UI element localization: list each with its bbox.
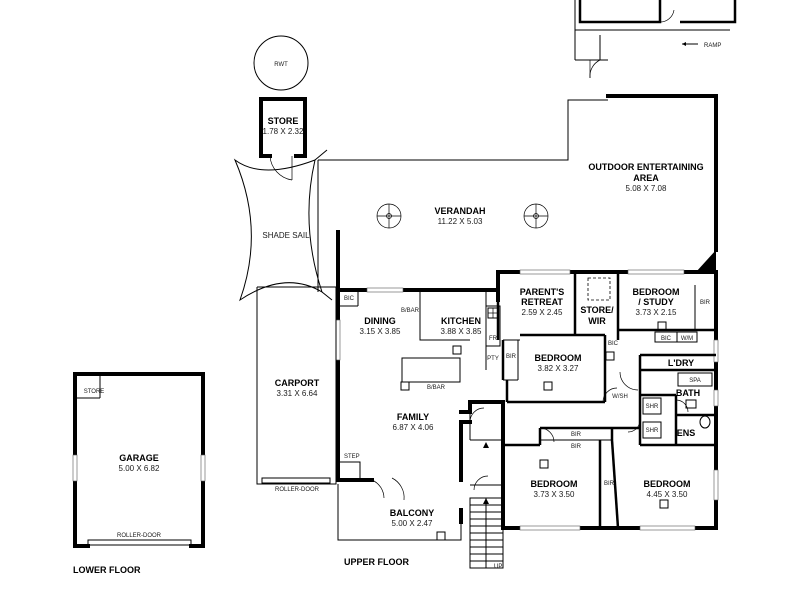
- dining-name: DINING: [364, 316, 396, 326]
- bedroom-main-name: BEDROOM: [535, 353, 582, 363]
- carport-dims: 3.31 X 6.64: [277, 389, 318, 398]
- floor-markers: [400, 321, 669, 541]
- pantry-label: PTY: [487, 356, 499, 362]
- shade-sail: [233, 158, 323, 302]
- verandah-dims: 11.22 X 5.03: [438, 217, 483, 226]
- dining-bic: BIC: [344, 296, 355, 302]
- ramp-label: RAMP: [704, 43, 721, 49]
- bbar-top: B/BAR: [401, 308, 420, 314]
- outdoor-area-name-1: OUTDOOR ENTERTAINING: [588, 162, 703, 172]
- laundry-name: L'DRY: [668, 358, 694, 368]
- verandah-outline: [257, 99, 608, 292]
- step-label: STEP: [344, 454, 360, 460]
- bath-name: BATH: [676, 388, 700, 398]
- parents-retreat-name-2: RETREAT: [521, 297, 563, 307]
- family-name: FAMILY: [397, 412, 429, 422]
- garage-dims: 5.00 X 6.82: [119, 464, 160, 473]
- bic-laundry: BIC: [661, 336, 672, 342]
- kitchen-name: KITCHEN: [441, 316, 481, 326]
- shower-label-1: SHR: [646, 404, 659, 410]
- stair-up-label: UP: [494, 564, 502, 570]
- ceiling-fan-icon: [523, 203, 549, 229]
- verandah-name: VERANDAH: [434, 206, 485, 216]
- bedroom-study-dims: 3.73 X 2.15: [636, 308, 677, 317]
- bir-study: BIR: [700, 300, 711, 306]
- store-shed-dims: 1.78 X 2.32: [263, 127, 304, 136]
- family-dims: 6.87 X 4.06: [393, 423, 434, 432]
- parents-retreat-dims: 2.59 X 2.45: [522, 308, 563, 317]
- balcony-outline: [337, 484, 462, 541]
- bir-bedroom-2: BIR: [571, 432, 582, 438]
- shower-label-2: SHR: [646, 428, 659, 434]
- outdoor-area-dims: 5.08 X 7.08: [626, 184, 667, 193]
- balcony-name: BALCONY: [390, 508, 435, 518]
- upper-floor-caption: UPPER FLOOR: [344, 557, 410, 567]
- carport-name: CARPORT: [275, 378, 320, 388]
- rainwater-tank: [253, 35, 309, 91]
- rwt-label: RWT: [274, 62, 288, 68]
- dining-dims: 3.15 X 3.85: [360, 327, 401, 336]
- ramp-structure: [574, 0, 737, 79]
- store-wir-name-2: WIR: [588, 316, 606, 326]
- bedroom-3-dims: 4.45 X 3.50: [647, 490, 688, 499]
- kitchen-dims: 3.88 X 3.85: [441, 327, 482, 336]
- wash-label: W/SH: [612, 394, 628, 400]
- ensuite-name: ENS: [677, 428, 696, 438]
- parents-retreat-name-1: PARENT'S: [520, 287, 564, 297]
- carport-outline: [256, 287, 337, 485]
- store-wir-name-1: STORE/: [580, 305, 614, 315]
- balcony-dims: 5.00 X 2.47: [392, 519, 433, 528]
- bbar-island: B/BAR: [427, 385, 446, 391]
- store-shed: [259, 97, 307, 181]
- bir-retreat: BIR: [506, 354, 517, 360]
- garage-roller-door: ROLLER-DOOR: [117, 533, 162, 539]
- bedroom-2-dims: 3.73 X 3.50: [534, 490, 575, 499]
- spa-label: SPA: [689, 378, 701, 384]
- ceiling-fan-icon: [376, 203, 402, 229]
- store-shed-name: STORE: [268, 116, 299, 126]
- garage-name: GARAGE: [119, 453, 159, 463]
- bedroom-3-name: BEDROOM: [644, 479, 691, 489]
- bedroom-study-name-1: BEDROOM: [633, 287, 680, 297]
- outdoor-area-name-2: AREA: [633, 173, 659, 183]
- door-swings: [371, 371, 689, 501]
- cooktop-icon: [487, 307, 499, 319]
- shade-sail-label: SHADE SAIL: [262, 231, 310, 240]
- bic-bedroom: BIC: [608, 341, 619, 347]
- bedroom-2-name: BEDROOM: [531, 479, 578, 489]
- stairs: [469, 442, 504, 569]
- fridge-label: FR: [489, 336, 498, 342]
- wm-label: W/M: [681, 336, 693, 342]
- interior-walls: [338, 272, 716, 529]
- windows: [335, 269, 719, 531]
- bir-bedroom-3: BIR: [604, 481, 615, 487]
- garage-walls: [72, 372, 206, 548]
- lower-floor-caption: LOWER FLOOR: [73, 565, 141, 575]
- bedroom-study-name-2: / STUDY: [638, 297, 674, 307]
- garage-store-label: STORE: [84, 389, 105, 395]
- bir-bedroom-2b: BIR: [571, 444, 582, 450]
- bedroom-main-dims: 3.82 X 3.27: [538, 364, 579, 373]
- carport-roller-door: ROLLER-DOOR: [275, 487, 320, 493]
